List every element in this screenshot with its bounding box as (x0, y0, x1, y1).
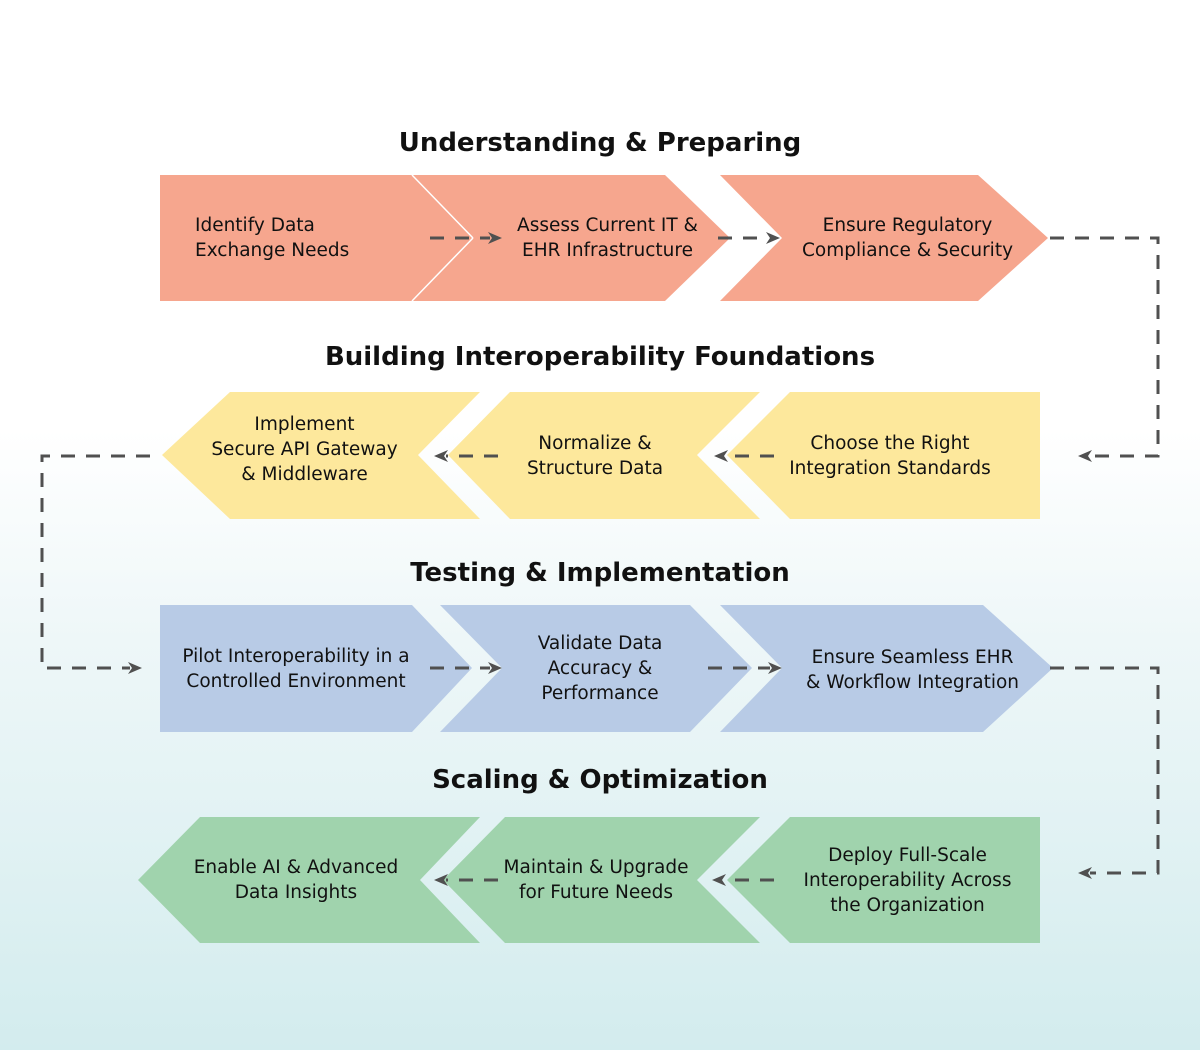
step-label: Validate Data Accuracy & Performance (537, 633, 663, 704)
step-shape-regulatory-compliance (720, 175, 1048, 301)
stage-title-understanding-preparing: Understanding & Preparing (398, 128, 802, 158)
step-label: Deploy Full-Scale Interoperability Acros… (803, 844, 1012, 916)
step-label: Enable AI & Advanced Data Insights (193, 857, 399, 903)
step-shape-validate-data (440, 605, 752, 732)
step-shape-maintain-upgrade (443, 817, 760, 943)
step-divider (411, 174, 474, 239)
step-label: Normalize & Structure Data (526, 432, 664, 479)
step-label: Pilot Interoperability in a Controlled E… (182, 645, 410, 692)
step-label: Identify Data Exchange Needs (195, 215, 350, 261)
arrow-connector (40, 454, 150, 674)
step-shape-integration-standards (727, 392, 1040, 519)
step-divider (411, 237, 474, 302)
step-label: Maintain & Upgrade for Future Needs (503, 857, 689, 903)
stage-2-shapes (162, 392, 1040, 519)
arrow-connector (1050, 666, 1160, 879)
step-shape-normalize-data (448, 392, 760, 519)
step-shape-assess-it-ehr (412, 175, 730, 301)
step-label: Implement Secure API Gateway & Middlewar… (211, 414, 398, 485)
step-label: Assess Current IT & EHR Infrastructure (517, 215, 698, 261)
step-shape-identify-data-exchange-needs (160, 175, 473, 301)
step-shape-deploy-full-scale (727, 817, 1040, 943)
step-shape-enable-ai (138, 817, 480, 943)
stage-1-shapes (160, 174, 1048, 302)
stage-title-testing-implementation: Testing & Implementation (410, 558, 790, 588)
stage-title-scaling-optimization: Scaling & Optimization (432, 765, 768, 795)
stage-3-shapes (160, 605, 1053, 732)
step-label: Choose the Right Integration Standards (789, 432, 991, 479)
connectors (40, 232, 1160, 886)
step-label: Ensure Regulatory Compliance & Security (801, 215, 1014, 261)
step-label: Ensure Seamless EHR & Workflow Integrati… (805, 647, 1020, 693)
stage-title-building-foundations: Building Interoperability Foundations (324, 342, 876, 372)
arrow-connector (1050, 236, 1160, 462)
stage-4-shapes (138, 817, 1040, 943)
step-shape-secure-api-gateway (162, 392, 480, 519)
step-shape-pilot-interoperability (160, 605, 472, 732)
step-shape-seamless-ehr (720, 605, 1053, 732)
